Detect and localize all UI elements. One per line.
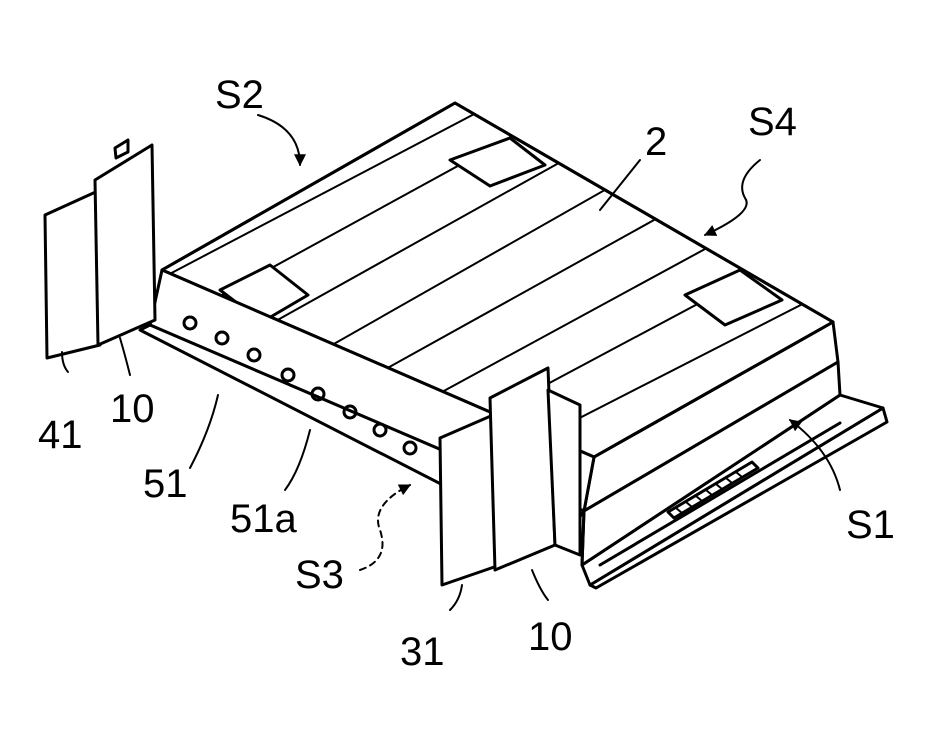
label-s3: S3 <box>295 553 344 597</box>
label-bar-right-outer: 31 <box>400 630 445 674</box>
label-hole: 51a <box>230 497 297 541</box>
label-side-panel: 51 <box>143 462 188 506</box>
label-s4: S4 <box>748 100 797 144</box>
label-bar-left-inner: 10 <box>110 387 155 431</box>
label-bar-right-inner: 10 <box>528 615 573 659</box>
label-s1: S1 <box>846 503 895 547</box>
label-s2: S2 <box>215 73 264 117</box>
label-bar-left-outer: 41 <box>38 413 83 457</box>
left-bars <box>45 140 155 358</box>
label-top-plate: 2 <box>645 120 667 164</box>
